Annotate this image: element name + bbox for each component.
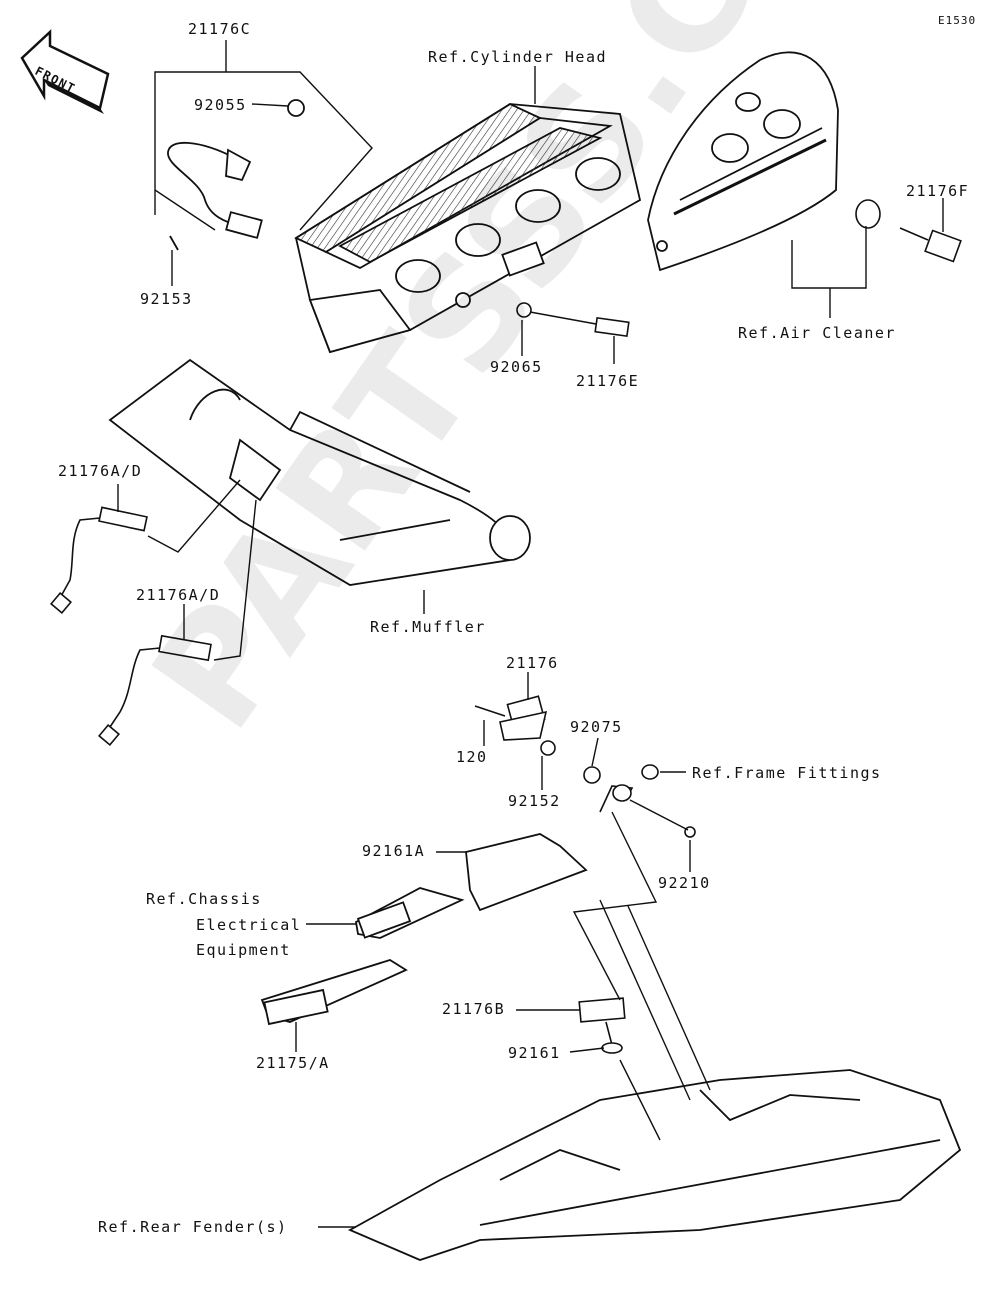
label-92075: 92075 (570, 718, 623, 736)
label-ref-cylinder-head: Ref.Cylinder Head (428, 48, 608, 66)
diagram-code: E1530 (938, 14, 977, 27)
label-92055: 92055 (194, 96, 247, 114)
label-120: 120 (456, 748, 488, 766)
label-21175A: 21175/A (256, 1054, 330, 1072)
label-ref-air-cleaner: Ref.Air Cleaner (738, 324, 896, 342)
leader-lines (117, 40, 944, 1228)
label-21176: 21176 (506, 654, 559, 672)
label-92161A: 92161A (362, 842, 426, 860)
ecu-drawing (260, 833, 588, 1026)
label-21176B: 21176B (442, 1000, 506, 1018)
o2-sensor-upper-drawing (50, 506, 148, 614)
label-92065: 92065 (490, 358, 543, 376)
label-21176AD-lower: 21176A/D (136, 586, 221, 604)
cylinder-head-drawing (294, 102, 642, 354)
sensor-21176F-drawing (855, 199, 962, 263)
label-92210: 92210 (658, 874, 711, 892)
muffler-drawing (108, 358, 531, 586)
front-arrow-icon (20, 29, 110, 114)
rear-fender-drawing (347, 1069, 962, 1261)
label-ref-rear-fender: Ref.Rear Fender(s) (98, 1218, 288, 1236)
label-21176C: 21176C (188, 20, 252, 38)
sensor-21176B-drawing (578, 997, 626, 1054)
label-92152: 92152 (508, 792, 561, 810)
air-cleaner-drawing (647, 51, 839, 272)
label-92161: 92161 (508, 1044, 561, 1062)
label-ref-chassis: Ref.Chassis (146, 890, 262, 908)
label-electrical: Electrical (196, 916, 302, 934)
label-ref-frame-fittings: Ref.Frame Fittings (692, 764, 882, 782)
label-21176AD-upper: 21176A/D (58, 462, 143, 480)
label-equipment: Equipment (196, 941, 291, 959)
label-ref-muffler: Ref.Muffler (370, 618, 486, 636)
sensor-21176E-drawing (516, 302, 630, 338)
label-21176E: 21176E (576, 372, 640, 390)
sensor-21176-drawing (474, 695, 696, 838)
label-21176F: 21176F (906, 182, 970, 200)
o2-sensor-lower-drawing (98, 634, 212, 746)
label-92153: 92153 (140, 290, 193, 308)
sensor-21176C-drawing (167, 99, 305, 251)
